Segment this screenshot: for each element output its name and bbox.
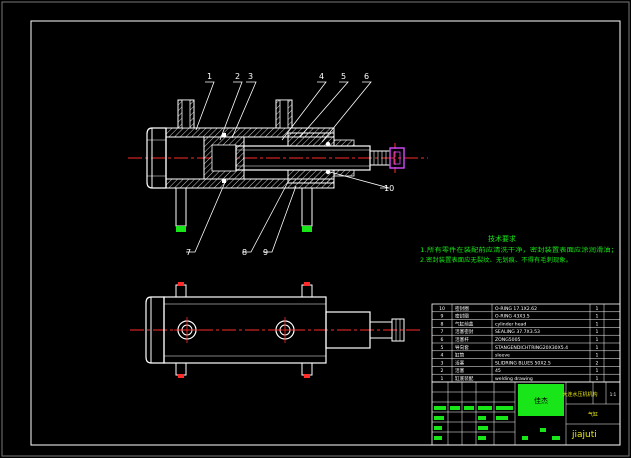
bom-cell-qty: 1 <box>596 329 599 335</box>
signature-grid <box>432 382 567 445</box>
mounting-foot-2 <box>301 187 313 232</box>
bom-cell-name: 缸筒 <box>455 352 465 359</box>
balloon-2: 2 <box>235 72 240 81</box>
exterior-rod-nut <box>391 318 405 342</box>
bom-cell-name: 密封圈 <box>455 313 469 320</box>
drawing-title: 气缸 <box>588 411 598 418</box>
mounting-foot-1 <box>175 187 187 232</box>
bom-cell-no: 10 <box>439 306 445 312</box>
scale-value: 1:1 <box>610 392 617 397</box>
piston <box>203 133 245 183</box>
company-box <box>518 384 564 416</box>
sub-title: 大连水压机机构 <box>562 391 597 398</box>
bom-cell-qty: 2 <box>596 360 599 366</box>
bom-cell-qty: 1 <box>596 321 599 327</box>
bom-cell-no: 7 <box>441 329 444 335</box>
bom-cell-qty: 1 <box>596 314 599 320</box>
bom-cell-spec: welding drawing <box>495 376 533 382</box>
technical-notes: 技术要求 1.所有零件在装配前应清洗干净，密封装置表面应涂润滑油； 2.密封装置… <box>420 234 618 264</box>
bom-cell-name: 导向套 <box>455 344 469 351</box>
balloon-labels: 1 2 3 4 5 6 7 8 9 10 <box>186 72 394 257</box>
exterior-end-cap <box>145 296 165 364</box>
bom-cell-no: 3 <box>441 360 444 366</box>
bom-cell-spec: SEALING 37.7X3.53 <box>495 329 540 335</box>
logo-text: jiajuti <box>571 430 597 440</box>
bom-cell-qty: 1 <box>596 337 599 343</box>
balloon-8: 8 <box>242 248 247 257</box>
balloon-6: 6 <box>364 72 369 81</box>
bom-cell-spec: O-RING 17.1X2.62 <box>495 306 537 312</box>
bom-cell-spec: 45 <box>495 368 501 374</box>
notes-line-1: 1.所有零件在装配前应清洗干净，密封装置表面应涂润滑油； <box>420 246 618 254</box>
bom-cell-no: 1 <box>441 376 444 382</box>
bom-cell-spec: O-RING 43X3.5 <box>495 314 530 320</box>
bom-cell-spec: sleeve <box>495 353 510 359</box>
exterior-mount-tabs <box>175 282 313 378</box>
balloon-10: 10 <box>384 184 394 193</box>
bom-cell-name: 活塞 <box>455 359 465 366</box>
balloon-4: 4 <box>319 72 324 81</box>
bom-cell-name: 活塞杆 <box>455 336 469 343</box>
bom-cell-no: 6 <box>441 337 444 343</box>
air-port-1 <box>177 99 195 129</box>
bom-cell-name: 活塞 <box>455 367 465 374</box>
bom-cell-name: 活塞密封 <box>455 328 474 335</box>
bom-cell-no: 4 <box>441 353 444 359</box>
bom-cell-name: 密封圈 <box>455 305 469 312</box>
balloon-3: 3 <box>248 72 253 81</box>
bom-cell-spec: ZONG5005 <box>495 337 521 343</box>
rod-end-nut <box>389 147 405 169</box>
bom-cell-qty: 1 <box>596 368 599 374</box>
balloon-7: 7 <box>186 248 191 257</box>
exterior-port-1 <box>174 317 200 343</box>
bom-cell-no: 5 <box>441 345 444 351</box>
leader-lines <box>186 81 390 253</box>
bom-cell-no: 8 <box>441 321 444 327</box>
balloon-5: 5 <box>341 72 346 81</box>
bom-cell-name: 气缸前盖 <box>455 320 474 327</box>
title-block: 佳杰 大连水压机机构 气缸 1:1 jiajuti <box>431 381 621 446</box>
exterior-view <box>130 282 420 378</box>
bom-cell-no: 2 <box>441 368 444 374</box>
bom-cell-qty: 1 <box>596 306 599 312</box>
bom-cell-qty: 1 <box>596 345 599 351</box>
bom-cell-spec: cylinder head <box>495 321 526 327</box>
notes-title: 技术要求 <box>488 234 516 243</box>
bom-cell-spec: STANGENDICHTRING20X30X5.4 <box>495 345 568 351</box>
company-name: 佳杰 <box>534 396 548 405</box>
drawing-frame <box>30 20 621 446</box>
air-port-2 <box>275 99 293 129</box>
balloon-1: 1 <box>207 72 212 81</box>
notes-line-2: 2.密封装置表面应无裂纹、无划痕、不得有毛刺现象。 <box>420 256 572 264</box>
cylinder-front-head <box>287 132 355 184</box>
bom-cell-spec: SLIDRING BLUES 50X2.5 <box>495 360 551 366</box>
section-view: 1 2 3 4 5 6 7 8 9 10 <box>128 72 428 257</box>
title-block-fills <box>434 406 560 440</box>
rod-end-thread <box>369 147 405 169</box>
bom-cell-qty: 1 <box>596 376 599 382</box>
bom-cell-name: 缸底装配 <box>455 375 474 382</box>
bom-cell-qty: 1 <box>596 353 599 359</box>
balloon-9: 9 <box>263 248 268 257</box>
exterior-port-2 <box>272 317 298 343</box>
bom-cell-no: 9 <box>441 314 444 320</box>
end-cap <box>146 127 167 189</box>
bom-table: 10 密封圈 O-RING 17.1X2.62 1 9 密封圈 O-RING 43X3.5 1… <box>431 303 621 383</box>
